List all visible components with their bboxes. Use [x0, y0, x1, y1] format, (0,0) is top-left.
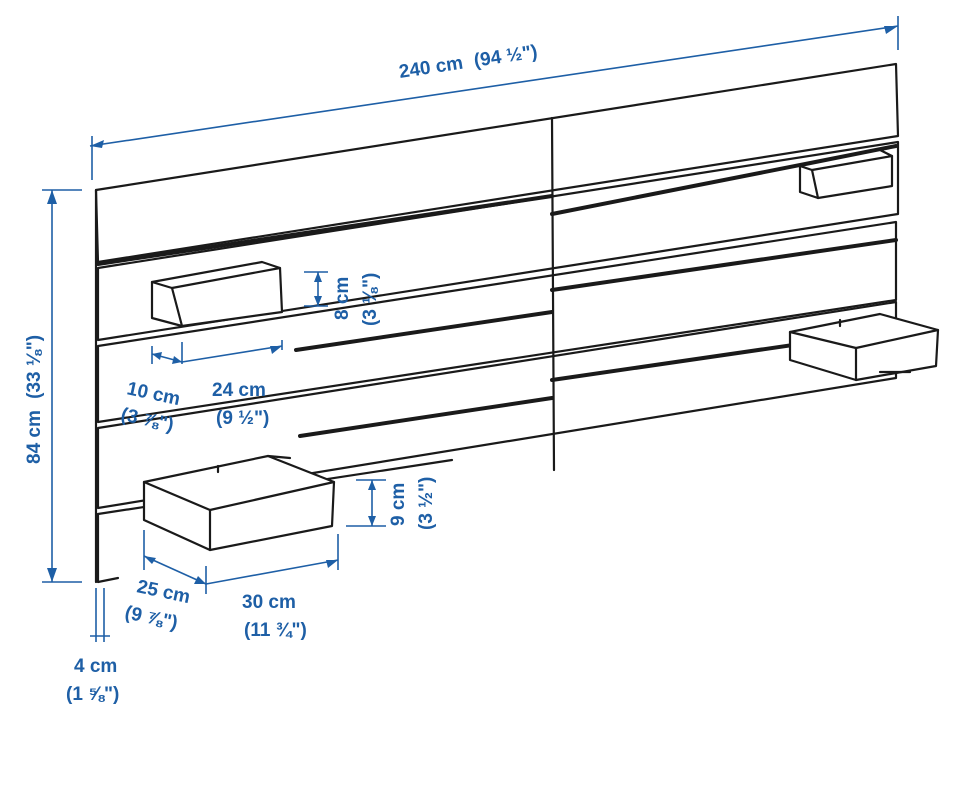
thickness-metric: 4 cm [74, 656, 117, 677]
large-height-metric: 9 cm [388, 483, 409, 526]
small-shelf-right [798, 148, 894, 200]
centre-seam [550, 116, 556, 472]
height-label: 84 cm (33 ⅛") [24, 335, 45, 464]
width-label: 240 cm (94 ½") [398, 42, 539, 83]
large-width-imperial: (11 ¾") [244, 620, 307, 641]
small-depth-metric: 10 cm [125, 378, 182, 410]
small-width-metric: 24 cm [212, 380, 266, 401]
height-imperial: (33 ⅛") [24, 335, 45, 399]
slat-1 [94, 62, 900, 264]
large-height-imperial: (3 ½") [416, 477, 437, 530]
rail-slot-2 [550, 238, 898, 292]
small-depth-imperial: (3 ⅞") [119, 404, 176, 436]
height-metric: 84 cm [24, 410, 45, 464]
width-imperial: (94 ½") [473, 42, 539, 72]
slat-4 [96, 300, 898, 510]
large-depth-metric: 25 cm [135, 576, 192, 608]
dimension-lines [42, 16, 899, 642]
dimension-labels: 240 cm (94 ½") 84 cm (33 ⅛") 8 cm (3 ⅛")… [24, 42, 539, 705]
large-depth-imperial: (9 ⅞") [123, 602, 180, 634]
slat-5-left-edge [96, 512, 120, 584]
slat-3 [96, 220, 898, 424]
small-width-imperial: (9 ½") [216, 408, 269, 429]
rail-slot-1 [294, 310, 554, 352]
large-width-metric: 30 cm [242, 592, 296, 613]
large-shelf-left [142, 454, 336, 552]
thickness-imperial: (1 ⅝") [66, 684, 119, 705]
slat-2 [96, 140, 900, 342]
small-height-imperial: (3 ⅛") [360, 273, 381, 326]
small-height-metric: 8 cm [332, 277, 353, 320]
rail-slot-3 [298, 396, 554, 438]
width-metric: 240 cm [398, 53, 465, 83]
large-shelf-right [788, 312, 940, 382]
small-shelf-left [150, 260, 284, 328]
rail-slot-5 [96, 194, 554, 266]
